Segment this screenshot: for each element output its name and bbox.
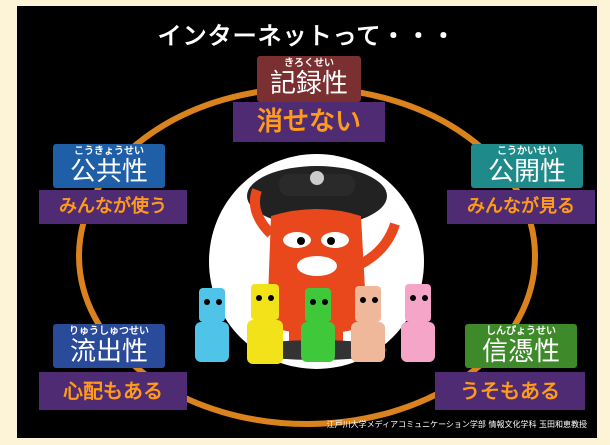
left-bottom-label: 流出性 xyxy=(69,337,148,367)
right-bottom-tag: うそもある xyxy=(435,372,585,410)
credit-text: 江戸川大学メディアコミュニケーション学部 情報文化学科 玉田和恵教授 xyxy=(326,420,587,429)
left-top-heading: こうきょうせい 公共性 xyxy=(53,144,165,188)
right-top-ruby: こうかいせい xyxy=(497,146,557,157)
top-ruby: きろくせい xyxy=(284,58,334,69)
right-top-tag: みんなが見る xyxy=(447,190,595,224)
left-top-label: 公共性 xyxy=(69,157,148,187)
top-heading: きろくせい 記録性 xyxy=(257,56,361,102)
left-bottom-ruby: りゅうしゅつせい xyxy=(69,326,149,337)
left-bottom-heading: りゅうしゅつせい 流出性 xyxy=(53,324,165,368)
left-bottom-tag: 心配もある xyxy=(39,372,187,410)
left-top-tag: みんなが使う xyxy=(39,190,187,224)
right-top-label: 公開性 xyxy=(487,157,566,187)
right-top-heading: こうかいせい 公開性 xyxy=(471,144,583,188)
top-label: 記録性 xyxy=(269,69,348,99)
right-bottom-ruby: しんぴょうせい xyxy=(486,326,556,337)
top-tag: 消せない xyxy=(233,102,385,142)
slide: インターネットって・・・ xyxy=(17,6,597,438)
right-bottom-label: 信憑性 xyxy=(481,337,560,367)
character-figures xyxy=(195,284,435,364)
slide-title: インターネットって・・・ xyxy=(157,22,457,50)
left-top-ruby: こうきょうせい xyxy=(74,146,144,157)
right-bottom-heading: しんぴょうせい 信憑性 xyxy=(465,324,577,368)
